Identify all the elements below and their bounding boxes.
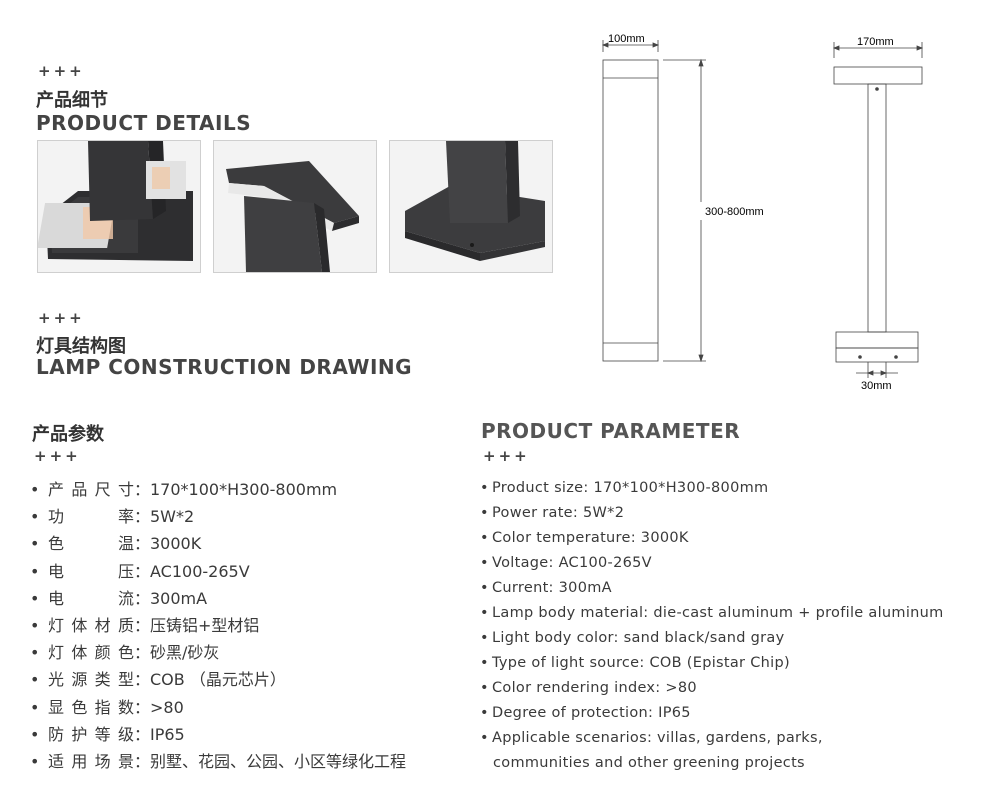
list-item: •Power rate: 5W*2 [480,505,625,521]
list-item: •Color temperature: 3000K [480,530,689,546]
params-cn-list: •产品尺寸：170*100*H300-800mm •功率：5W*2 •色温：30… [30,480,406,779]
list-item: •灯体颜色：砂黑/砂灰 [30,643,220,663]
params-en-list: •Product size: 170*100*H300-800mm •Power… [480,479,944,779]
list-item: •Current: 300mA [480,580,612,596]
list-item: •电流：300mA [30,588,208,608]
list-item-continuation: communities and other greening projects [493,755,805,771]
construction-drawing: 100mm 300-800mm 170mm 30mm [601,33,924,392]
list-item: •灯体材质：压铸铝+型材铝 [30,615,260,635]
list-item: •Voltage: AC100-265V [480,555,652,571]
list-item: •适用场景：别墅、花园、公园、小区等绿化工程 [30,751,407,771]
construction-title-en: LAMP CONSTRUCTION DRAWING [36,355,413,379]
details-plus: +++ [38,62,85,80]
details-title-cn: 产品细节 [36,90,108,111]
dim-front-width: 100mm [608,33,645,45]
list-item: •防护等级：IP65 [30,724,185,744]
detail-photo-base-light [37,140,201,273]
list-item: •显色指数：>80 [30,697,184,717]
params-en-title: PRODUCT PARAMETER [481,419,741,443]
list-item: •Color rendering index: >80 [480,680,697,696]
detail-photo-base [389,140,553,273]
list-item: •电压：AC100-265V [30,561,250,581]
params-cn-plus: +++ [34,447,81,465]
construction-title-cn: 灯具结构图 [36,336,126,357]
list-item: •Type of light source: COB (Epistar Chip… [480,655,790,671]
list-item: •功率：5W*2 [30,507,195,527]
list-item: •光源类型：COB （晶元芯片） [30,670,286,690]
list-item: •产品尺寸：170*100*H300-800mm [30,480,338,499]
list-item: •Applicable scenarios: villas, gardens, … [480,730,823,746]
list-item: •色温：3000K [30,534,202,554]
details-title-en: PRODUCT DETAILS [36,111,252,135]
list-item: •Light body color: sand black/sand gray [480,630,785,646]
params-cn-title: 产品参数 [32,424,104,445]
dim-base-offset: 30mm [861,380,892,392]
dim-side-width: 170mm [857,36,894,48]
list-item: •Degree of protection: IP65 [480,705,691,721]
construction-plus: +++ [38,309,85,327]
detail-photo-top-head [213,140,377,273]
list-item: •Product size: 170*100*H300-800mm [480,480,769,496]
params-en-plus: +++ [483,447,530,465]
dim-height: 300-800mm [705,206,764,218]
list-item: •Lamp body material: die-cast aluminum +… [480,605,944,621]
